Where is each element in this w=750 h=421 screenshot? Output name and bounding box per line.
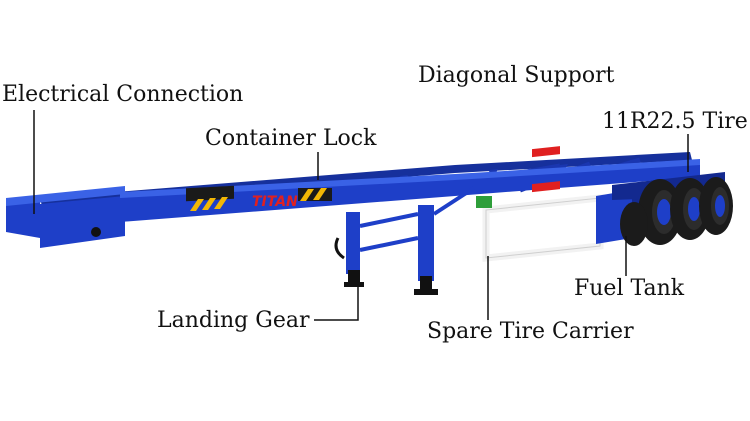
spare-tire-carrier-frame <box>482 146 604 262</box>
tires <box>620 177 733 246</box>
label-spare-tire-carrier: Spare Tire Carrier <box>427 319 634 344</box>
near-rail <box>120 163 700 222</box>
brand-mark: TITAN <box>252 194 298 210</box>
near-rail-top <box>120 159 700 198</box>
front-beam <box>6 196 40 238</box>
landing-gear-legs <box>334 186 476 295</box>
leader-lines <box>33 110 689 321</box>
green-valve <box>476 196 492 208</box>
label-electrical-connection: Electrical Connection <box>2 82 244 107</box>
hazard-stripes <box>186 185 332 211</box>
front-neck <box>40 196 125 248</box>
label-container-lock: Container Lock <box>205 126 377 151</box>
label-diagonal-support: Diagonal Support <box>418 63 615 88</box>
label-tire: 11R22.5 Tire <box>602 109 748 134</box>
front-light <box>91 227 101 237</box>
label-landing-gear: Landing Gear <box>157 308 310 333</box>
leader-landing-gear <box>314 284 359 321</box>
front-beam-top <box>6 186 125 206</box>
label-fuel-tank: Fuel Tank <box>574 276 685 301</box>
